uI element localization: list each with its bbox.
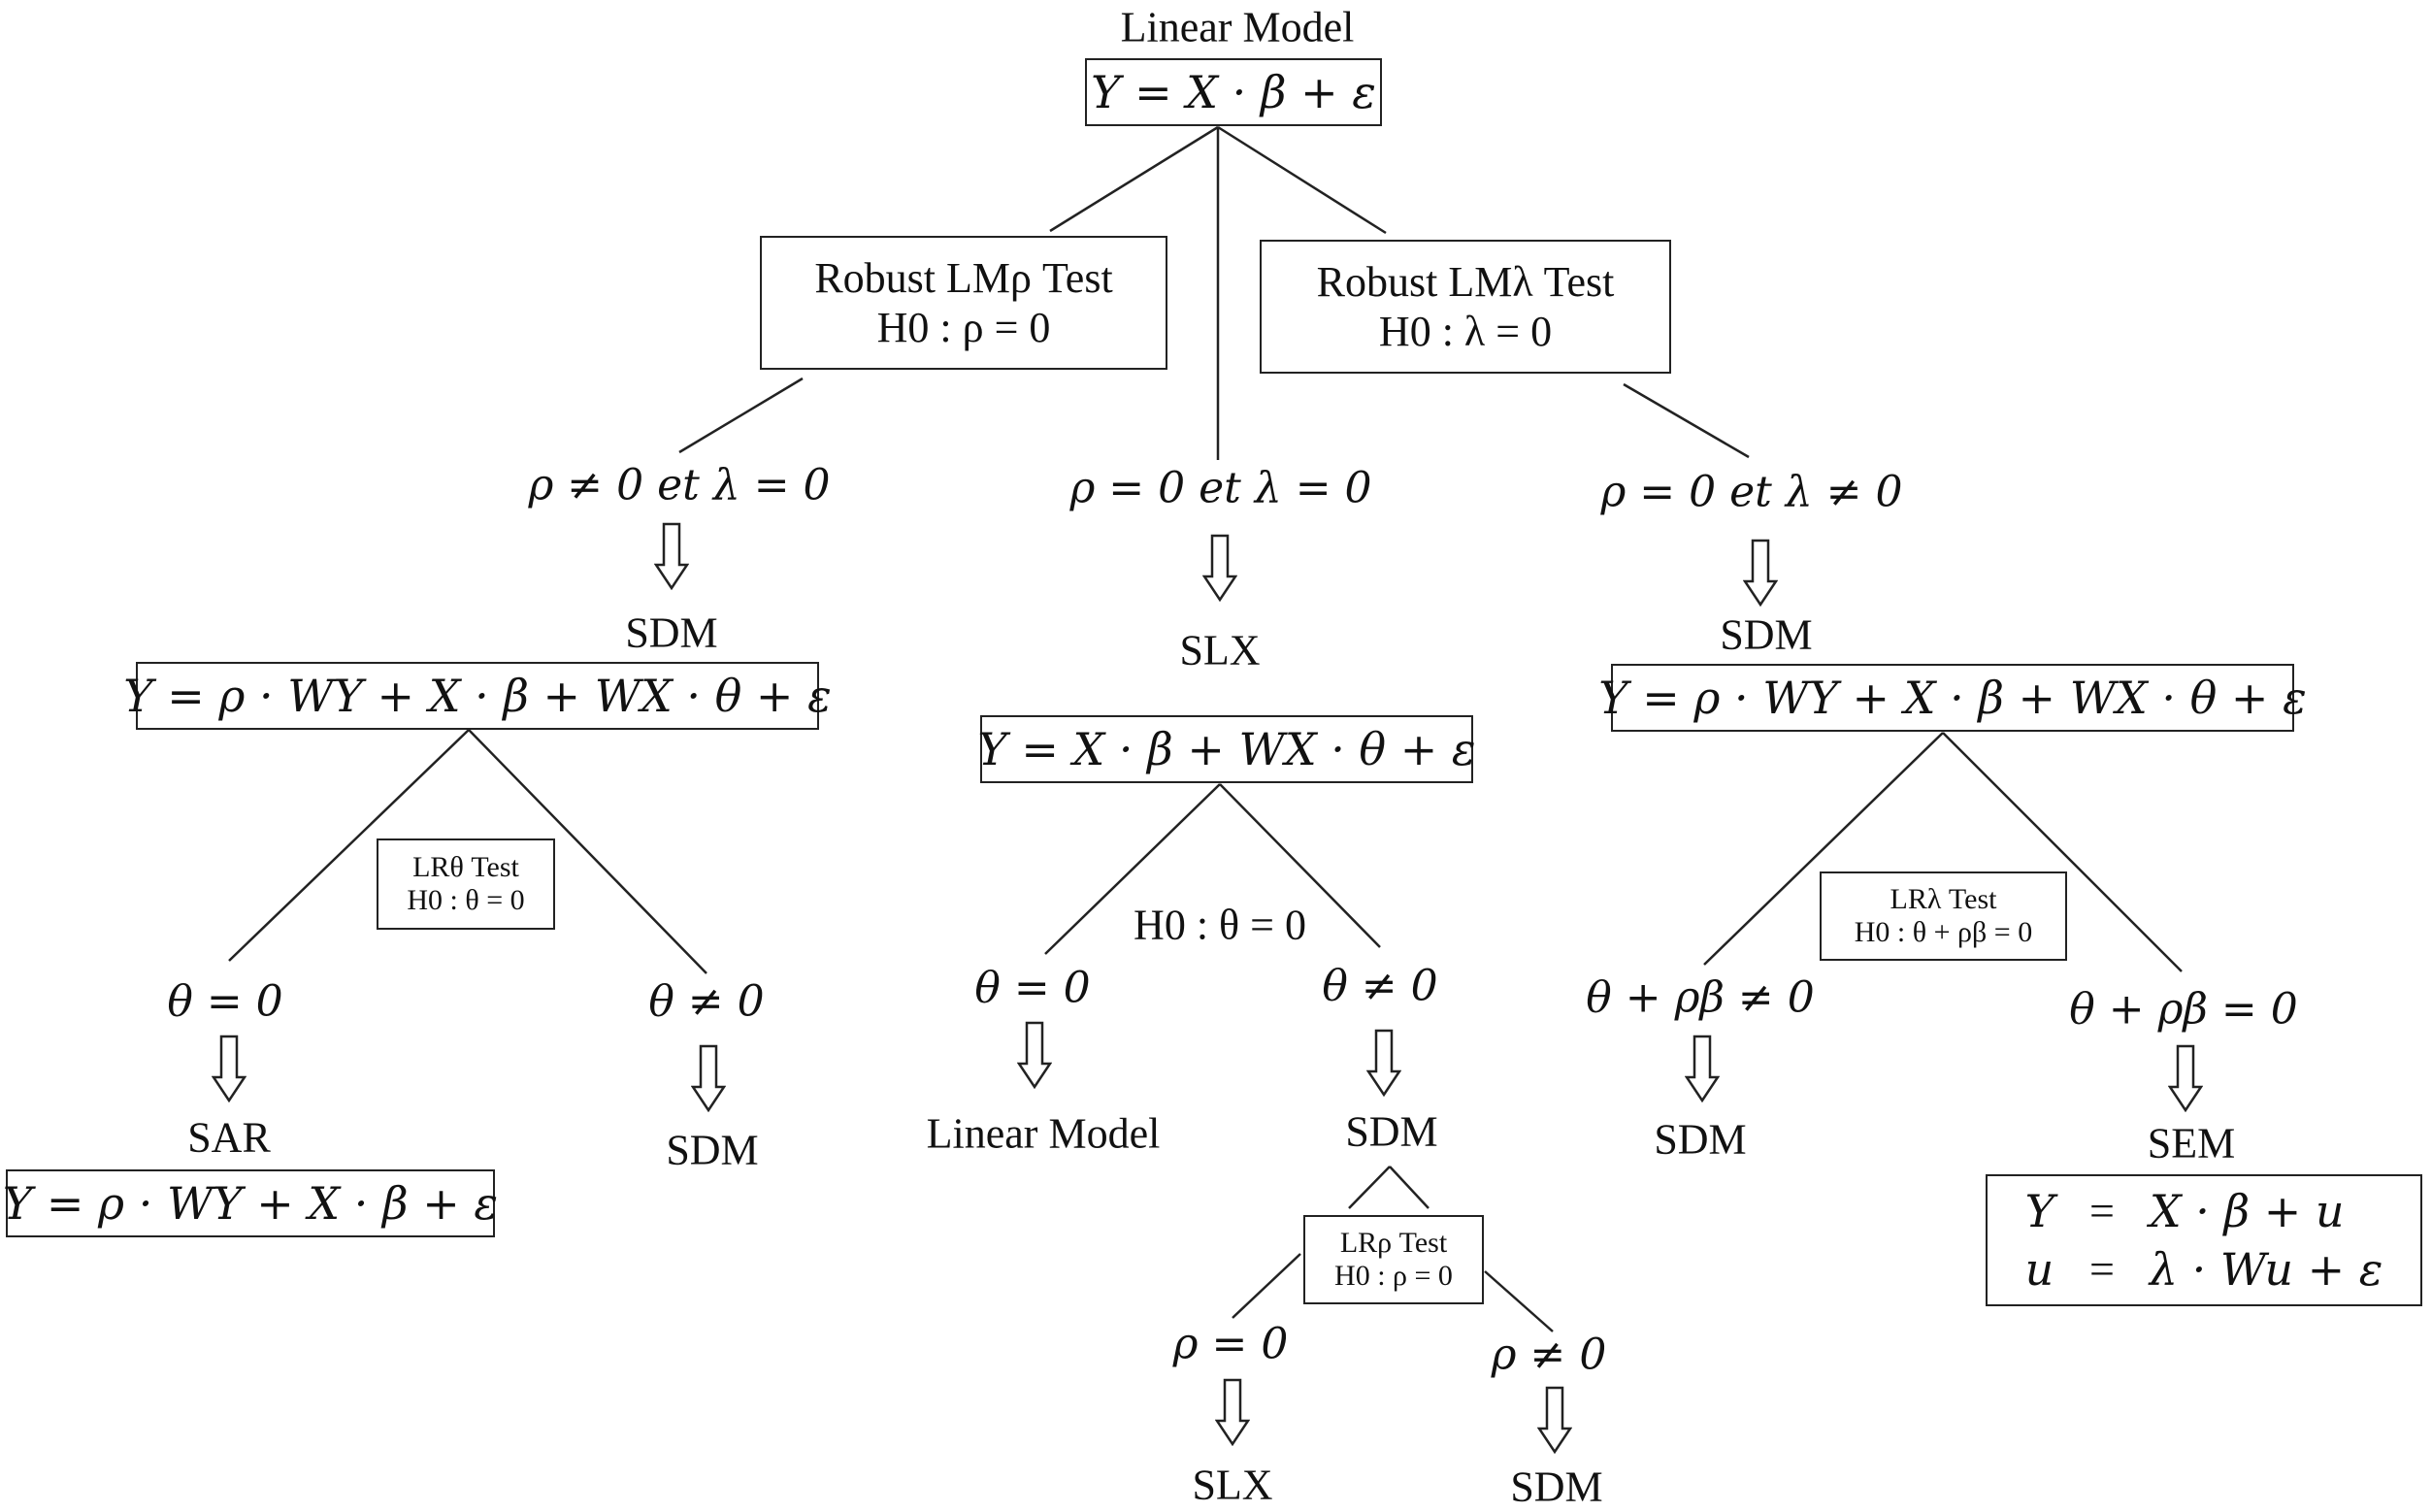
sem-equation-box: Y = X · β + u u = λ · Wu + ε bbox=[1986, 1174, 2422, 1306]
sdm-left-equation: Y = ρ · WY + X · β + WX · θ + ε bbox=[123, 670, 832, 722]
lr-lambda-test-box: LRλ Test H0 : θ + ρβ = 0 bbox=[1820, 871, 2067, 961]
edge-sdml-b bbox=[468, 729, 707, 974]
down-arrow-icon bbox=[1017, 1021, 1052, 1089]
down-arrow-icon bbox=[1537, 1386, 1572, 1454]
lm-lambda-test-box: Robust LMλ Test H0 : λ = 0 bbox=[1260, 240, 1671, 374]
center-slx-result: SLX bbox=[1192, 1461, 1273, 1509]
center-sub-cond-a: ρ = 0 bbox=[1172, 1319, 1289, 1369]
edge-lrrho-a bbox=[1232, 1253, 1301, 1319]
left-cond-b: θ ≠ 0 bbox=[648, 976, 765, 1027]
lm-rho-test-title: Robust LMρ Test bbox=[814, 254, 1113, 302]
sem-row1-eq: = bbox=[2088, 1186, 2115, 1235]
sar-equation: Y = ρ · WY + X · β + ε bbox=[2, 1177, 499, 1230]
down-arrow-icon bbox=[1366, 1029, 1401, 1097]
sem-row2-rhs: λ · Wu + ε bbox=[2149, 1243, 2383, 1296]
edge-sdmr-b bbox=[1942, 732, 2183, 972]
down-arrow-icon bbox=[1215, 1378, 1250, 1446]
root-equation-box: Y = X · β + ε bbox=[1085, 58, 1382, 126]
lm-rho-test-box: Robust LMρ Test H0 : ρ = 0 bbox=[760, 236, 1167, 370]
edge-slx-b bbox=[1219, 783, 1381, 948]
edge-lrrho-b bbox=[1484, 1270, 1554, 1332]
down-arrow-icon bbox=[691, 1044, 726, 1112]
slx-center-equation-box: Y = X · β + WX · θ + ε bbox=[977, 715, 1476, 783]
edge-sdmc-l bbox=[1348, 1166, 1391, 1209]
down-arrow-icon bbox=[212, 1035, 246, 1102]
edge-root-lmlambda bbox=[1217, 125, 1387, 235]
center-sdm-result: SDM bbox=[1345, 1107, 1438, 1156]
lr-theta-test-hypothesis: H0 : θ = 0 bbox=[407, 884, 525, 916]
sdm-left-equation-box: Y = ρ · WY + X · β + WX · θ + ε bbox=[123, 662, 832, 730]
down-arrow-icon bbox=[2168, 1044, 2203, 1112]
sem-row1-lhs: Y bbox=[2024, 1185, 2054, 1237]
center-sub-sdm-result: SDM bbox=[1510, 1463, 1603, 1511]
sar-name: SAR bbox=[187, 1113, 271, 1162]
left-cond-a: θ = 0 bbox=[167, 976, 283, 1027]
sdm-left-name: SDM bbox=[625, 608, 718, 657]
sar-equation-box: Y = ρ · WY + X · β + ε bbox=[2, 1169, 499, 1237]
edge-sdml-a bbox=[228, 729, 470, 962]
right-cond-b: θ + ρβ = 0 bbox=[2069, 984, 2298, 1035]
slx-center-equation: Y = X · β + WX · θ + ε bbox=[977, 723, 1476, 775]
lr-lambda-test-hypothesis: H0 : θ + ρβ = 0 bbox=[1854, 916, 2033, 948]
sdm-right-equation-box: Y = ρ · WY + X · β + WX · θ + ε bbox=[1598, 664, 2307, 732]
center-cond-a: θ = 0 bbox=[974, 963, 1091, 1013]
lr-rho-test-title: LRρ Test bbox=[1339, 1227, 1448, 1259]
lr-theta-test-title: LRθ Test bbox=[412, 851, 519, 883]
down-arrow-icon bbox=[1685, 1035, 1720, 1102]
lm-lambda-test-title: Robust LMλ Test bbox=[1316, 258, 1615, 306]
lr-rho-test-box: LRρ Test H0 : ρ = 0 bbox=[1303, 1215, 1484, 1304]
left-sdm-result: SDM bbox=[666, 1126, 759, 1174]
right-sdm-result: SDM bbox=[1654, 1115, 1747, 1164]
edge-lmrho-cond bbox=[678, 377, 804, 454]
lr-lambda-test-title: LRλ Test bbox=[1890, 883, 1997, 915]
edge-lmlambda-cond bbox=[1623, 382, 1750, 459]
down-arrow-icon bbox=[1202, 534, 1237, 602]
lr-rho-test-hypothesis: H0 : ρ = 0 bbox=[1334, 1260, 1453, 1292]
sem-row1-rhs: X · β + u bbox=[2149, 1185, 2345, 1237]
edge-root-lmrho bbox=[1049, 125, 1219, 233]
lm-rho-test-hypothesis: H0 : ρ = 0 bbox=[876, 304, 1051, 351]
sem-name: SEM bbox=[2147, 1119, 2236, 1167]
down-arrow-icon bbox=[654, 522, 689, 590]
right-cond-a: θ + ρβ ≠ 0 bbox=[1586, 972, 1815, 1023]
condition-center: ρ = 0 et λ = 0 bbox=[1069, 463, 1372, 513]
condition-right: ρ = 0 et λ ≠ 0 bbox=[1600, 467, 1903, 517]
sdm-right-equation: Y = ρ · WY + X · β + WX · θ + ε bbox=[1598, 672, 2307, 724]
sem-row2-lhs: u bbox=[2024, 1243, 2054, 1296]
sem-row2-eq: = bbox=[2088, 1244, 2115, 1294]
edge-sdmc-r bbox=[1389, 1166, 1430, 1209]
sdm-right-name: SDM bbox=[1720, 610, 1813, 659]
slx-center-name: SLX bbox=[1179, 626, 1261, 674]
lr-theta-test-box: LRθ Test H0 : θ = 0 bbox=[377, 838, 555, 930]
root-title: Linear Model bbox=[1120, 3, 1355, 51]
center-linear-model-result: Linear Model bbox=[926, 1109, 1161, 1158]
root-equation: Y = X · β + ε bbox=[1091, 66, 1376, 118]
center-hypothesis: H0 : θ = 0 bbox=[1134, 901, 1306, 949]
center-cond-b: θ ≠ 0 bbox=[1322, 961, 1438, 1011]
lm-lambda-test-hypothesis: H0 : λ = 0 bbox=[1378, 308, 1553, 355]
edge-slx-a bbox=[1044, 783, 1221, 955]
edge-sdmr-a bbox=[1703, 732, 1944, 966]
condition-left: ρ ≠ 0 et λ = 0 bbox=[528, 460, 831, 510]
down-arrow-icon bbox=[1743, 539, 1778, 607]
sem-equations: Y = X · β + u u = λ · Wu + ε bbox=[2025, 1185, 2383, 1296]
center-sub-cond-b: ρ ≠ 0 bbox=[1491, 1330, 1607, 1380]
